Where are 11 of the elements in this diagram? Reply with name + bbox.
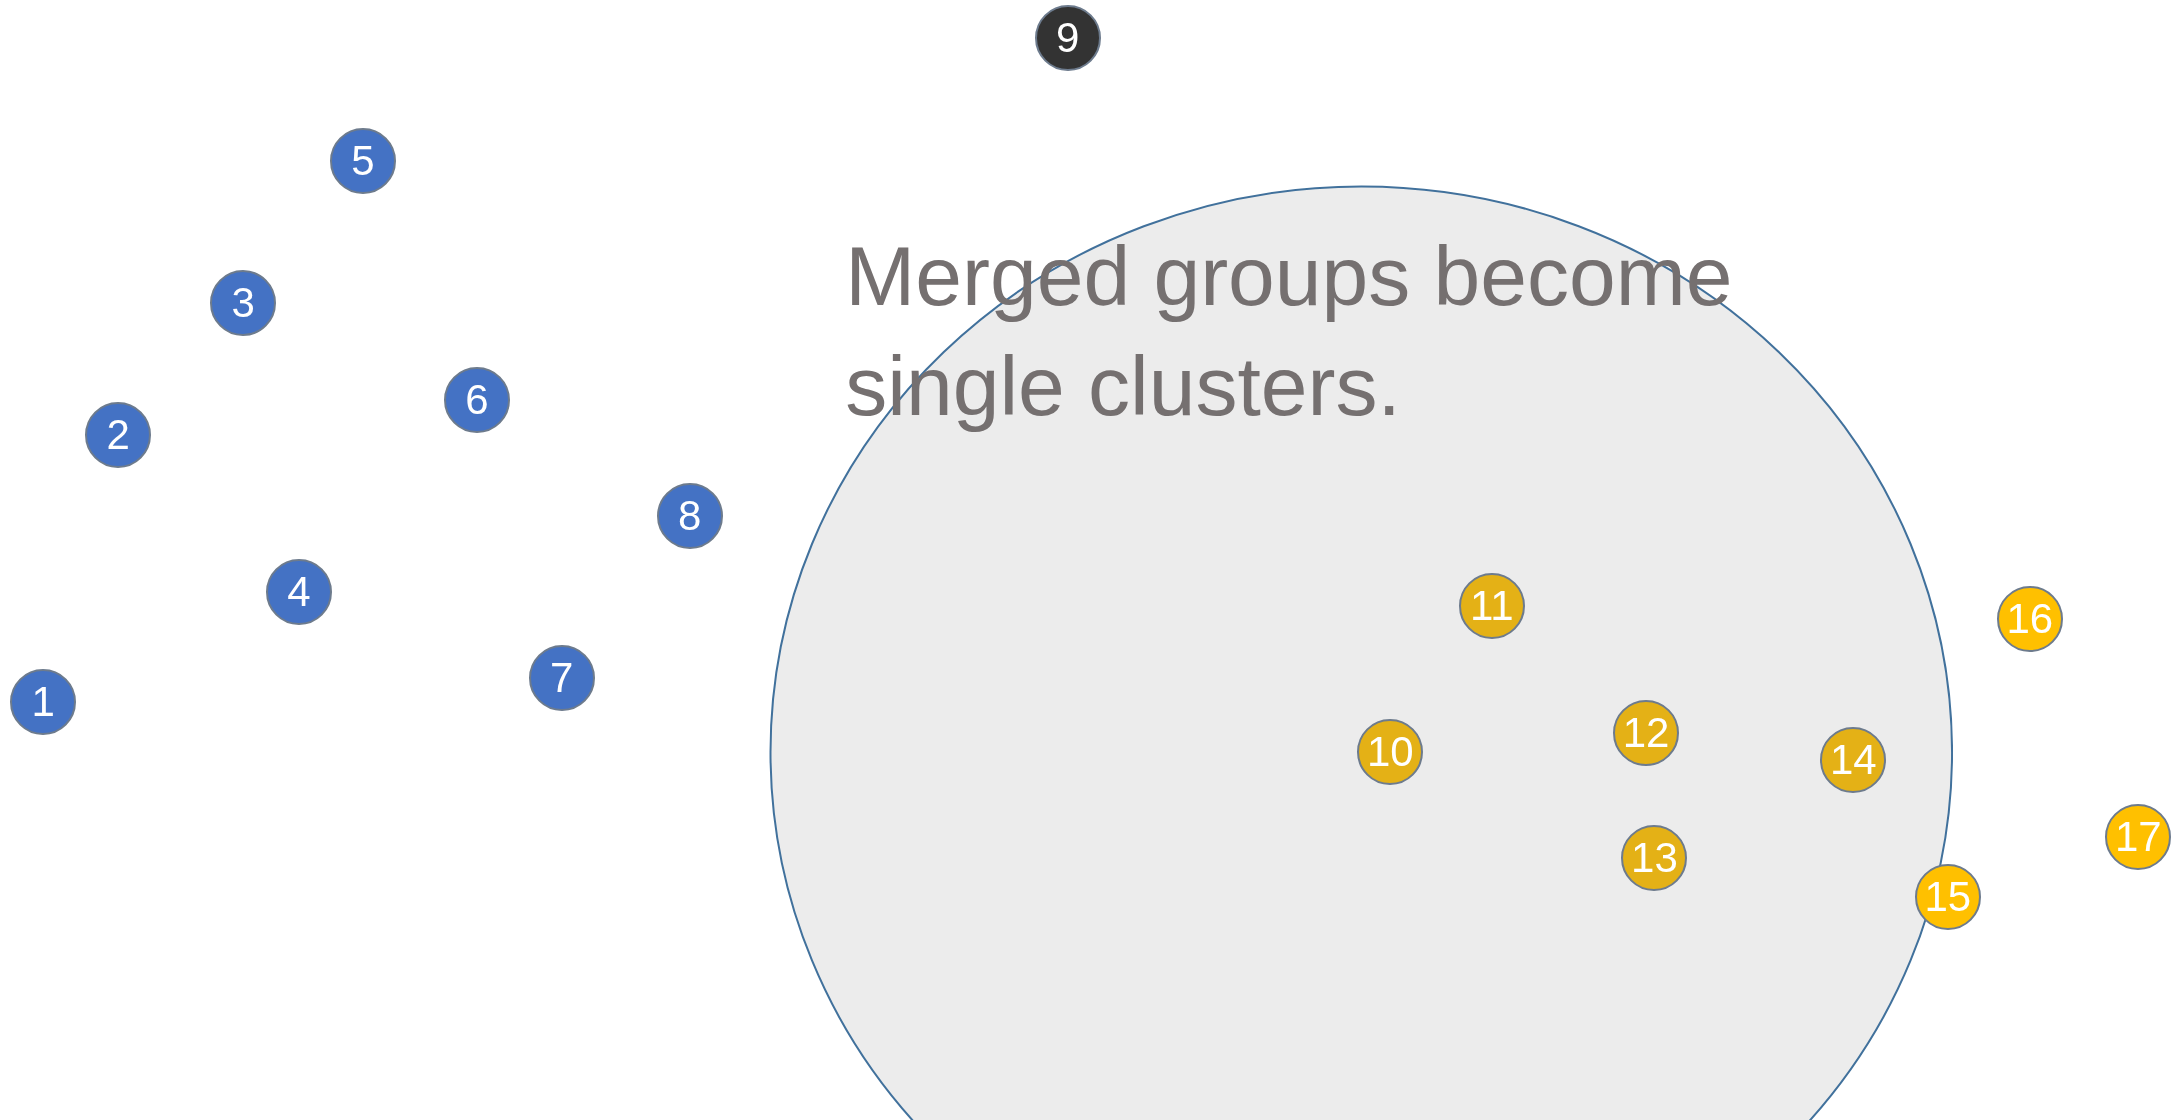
numbered-circle: 3 — [210, 270, 277, 337]
numbered-circle: 7 — [528, 645, 595, 712]
numbered-circle: 17 — [2105, 803, 2172, 870]
numbered-circle: 8 — [656, 482, 723, 549]
numbered-circle: 16 — [1996, 585, 2063, 652]
numbered-circle: 2 — [85, 402, 152, 469]
numbered-circle: 4 — [265, 559, 332, 626]
numbered-circle: 6 — [443, 367, 510, 434]
numbered-circle: 1 — [10, 669, 77, 736]
numbered-circle: 9 — [1034, 4, 1101, 71]
numbered-circle: 5 — [329, 128, 396, 195]
